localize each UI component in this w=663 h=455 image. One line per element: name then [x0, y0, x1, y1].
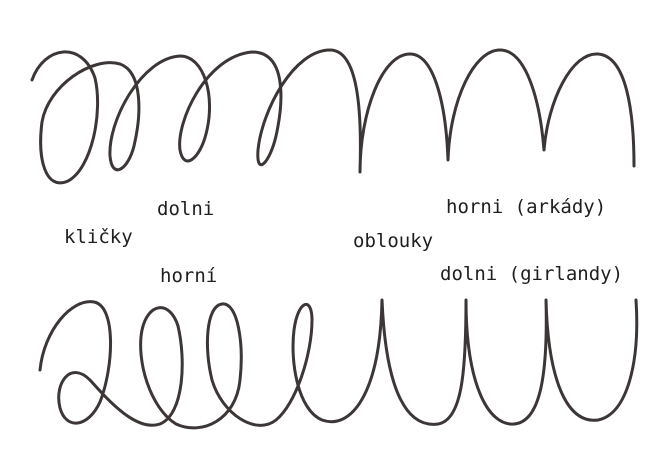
label-klicky: kličky: [64, 226, 133, 248]
label-dolni-top: dolni: [157, 198, 214, 220]
label-oblouky: oblouky: [353, 230, 433, 252]
label-horni-bottom: horní: [160, 265, 217, 287]
label-dolni-girlandy: dolni (girlandy): [440, 263, 623, 285]
lower-connection-stroke: [40, 300, 637, 428]
label-horni-arkady: horni (arkády): [446, 196, 606, 218]
upper-connection-stroke: [32, 50, 634, 183]
